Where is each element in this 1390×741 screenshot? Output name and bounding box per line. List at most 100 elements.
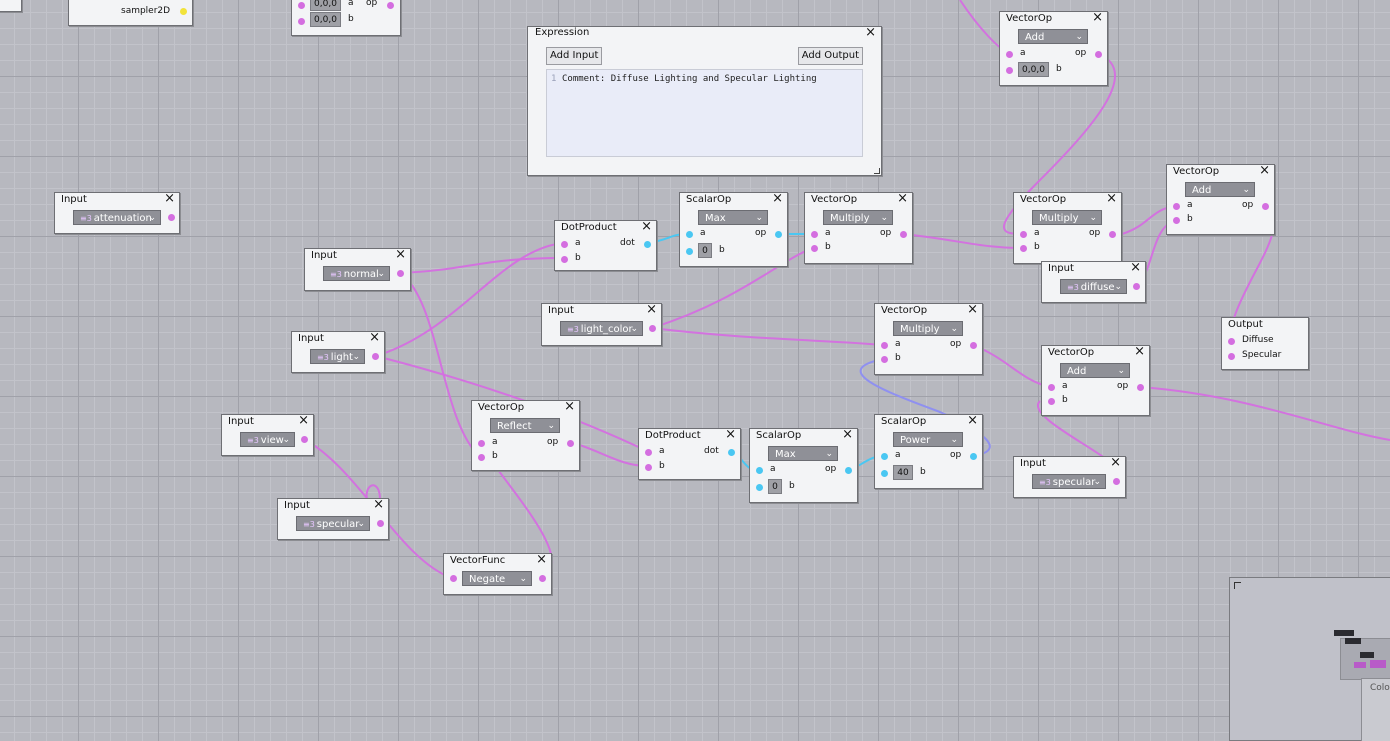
port-b[interactable] [1173,217,1180,224]
close-icon[interactable]: × [897,191,908,206]
port-op[interactable] [900,231,907,238]
vec-value-b[interactable]: 0,0,0 [310,12,341,27]
scalarop-node-power[interactable]: ScalarOp × Power⌄ a op 40 b [874,414,983,489]
dotproduct-node-2[interactable]: DotProduct × a dot b [638,428,741,480]
port-b[interactable] [811,245,818,252]
close-icon[interactable]: × [1106,191,1117,206]
partial-node-topleft[interactable] [0,0,22,12]
output-port[interactable] [397,270,404,277]
vectorfunc-node-negate[interactable]: VectorFunc × Negate⌄ [443,553,552,595]
expression-node[interactable]: Expression × Add Input Add Output 1 Comm… [527,26,882,176]
operation-select[interactable]: Add⌄ [1060,363,1130,378]
port-a[interactable] [686,231,693,238]
close-icon[interactable]: × [967,413,978,428]
close-icon[interactable]: × [772,191,783,206]
sampler-output-port[interactable] [180,8,187,15]
close-icon[interactable]: × [298,413,309,428]
close-icon[interactable]: × [1130,260,1141,275]
port-b[interactable] [686,248,693,255]
close-icon[interactable]: × [369,330,380,345]
close-icon[interactable]: × [1259,163,1270,178]
port-b[interactable] [1048,398,1055,405]
port-a[interactable] [1173,203,1180,210]
vectorop-node-reflect[interactable]: VectorOp × Reflect⌄ a op b [471,400,580,471]
output-node[interactable]: Output Diffuse Specular [1221,317,1309,370]
port-a[interactable] [1048,384,1055,391]
port-op[interactable] [970,453,977,460]
function-select[interactable]: Negate⌄ [462,571,532,586]
operation-select[interactable]: Multiply⌄ [1032,210,1102,225]
partial-node-bottomright[interactable]: Colo [1361,678,1390,741]
port-op[interactable] [1095,51,1102,58]
port-a[interactable] [881,453,888,460]
port-b[interactable] [881,470,888,477]
code-editor[interactable]: 1 Comment: Diffuse Lighting and Specular… [546,69,863,157]
operation-select[interactable]: Power⌄ [893,432,963,447]
operation-select[interactable]: Add⌄ [1018,29,1088,44]
operation-select[interactable]: Max⌄ [768,446,838,461]
port-a[interactable] [561,241,568,248]
dotproduct-node-1[interactable]: DotProduct × a dot b [554,220,657,271]
operation-select[interactable]: Multiply⌄ [823,210,893,225]
port-b[interactable] [881,356,888,363]
output-port[interactable] [539,575,546,582]
scalarop-node-max-1[interactable]: ScalarOp × Max⌄ a op 0 b [679,192,788,267]
port-b[interactable] [1020,245,1027,252]
port-a[interactable] [478,440,485,447]
output-port[interactable] [168,214,175,221]
close-icon[interactable]: × [646,302,657,317]
output-port[interactable] [1113,478,1120,485]
operation-select[interactable]: Add⌄ [1185,182,1255,197]
value-b[interactable]: 0 [698,243,712,258]
output-port[interactable] [1133,283,1140,290]
vectorop-node-add-3[interactable]: VectorOp × Add⌄ a op b [1041,345,1150,416]
port-dot[interactable] [644,241,651,248]
vectorop-node-multiply-3[interactable]: VectorOp × Multiply⌄ a op b [1013,192,1122,264]
port-dot[interactable] [728,449,735,456]
vec-value-a[interactable]: 0,0,0 [310,0,341,11]
port-a[interactable] [811,231,818,238]
close-icon[interactable]: × [373,497,384,512]
close-icon[interactable]: × [967,302,978,317]
add-output-button[interactable]: Add Output [797,47,863,65]
port-diffuse[interactable] [1228,338,1235,345]
port-op[interactable] [1109,231,1116,238]
output-port[interactable] [377,520,384,527]
output-port[interactable] [372,353,379,360]
port-a[interactable] [645,449,652,456]
output-port[interactable] [301,436,308,443]
operation-select[interactable]: Max⌄ [698,210,768,225]
close-icon[interactable]: × [725,427,736,442]
close-icon[interactable]: × [865,25,876,40]
port-a[interactable] [881,342,888,349]
sampler-node[interactable]: sampler2D [68,0,193,26]
port-b[interactable] [645,464,652,471]
vectorop-node-multiply-2[interactable]: VectorOp × Multiply⌄ a op b [874,303,983,375]
port-a[interactable] [1020,231,1027,238]
close-icon[interactable]: × [536,552,547,567]
close-icon[interactable]: × [395,247,406,262]
port-b[interactable] [298,18,305,25]
port-b[interactable] [478,454,485,461]
value-b[interactable]: 0 [768,479,782,494]
port-op[interactable] [387,2,394,9]
vec-value-b[interactable]: 0,0,0 [1018,62,1049,77]
port-a[interactable] [298,2,305,9]
vectorop-node-add-2[interactable]: VectorOp × Add⌄ a op b [1166,164,1275,235]
value-b[interactable]: 40 [893,465,913,480]
port-b[interactable] [561,256,568,263]
